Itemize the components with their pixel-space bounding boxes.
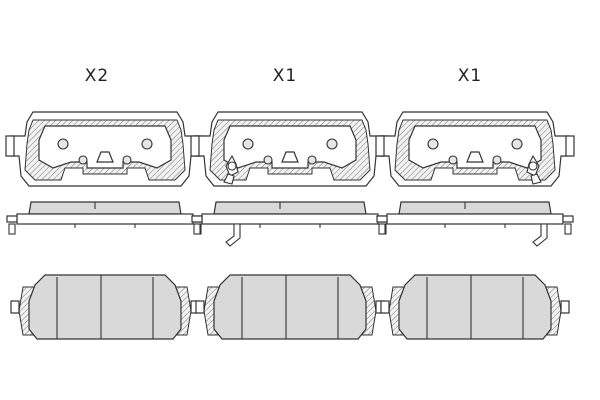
qty-label-1: X2 (84, 66, 110, 86)
frontview-col3 (380, 274, 570, 340)
backplate-col1 (5, 111, 205, 187)
frontview-col1 (10, 274, 200, 340)
backplate-col2 (190, 111, 390, 187)
backplate-col3 (375, 111, 575, 187)
sideview-col3 (376, 201, 574, 247)
qty-label-3: X1 (457, 66, 483, 86)
frontview-col2 (195, 274, 385, 340)
qty-label-2: X1 (272, 66, 298, 86)
sideview-col2 (191, 201, 389, 247)
sideview-col1 (6, 201, 204, 235)
